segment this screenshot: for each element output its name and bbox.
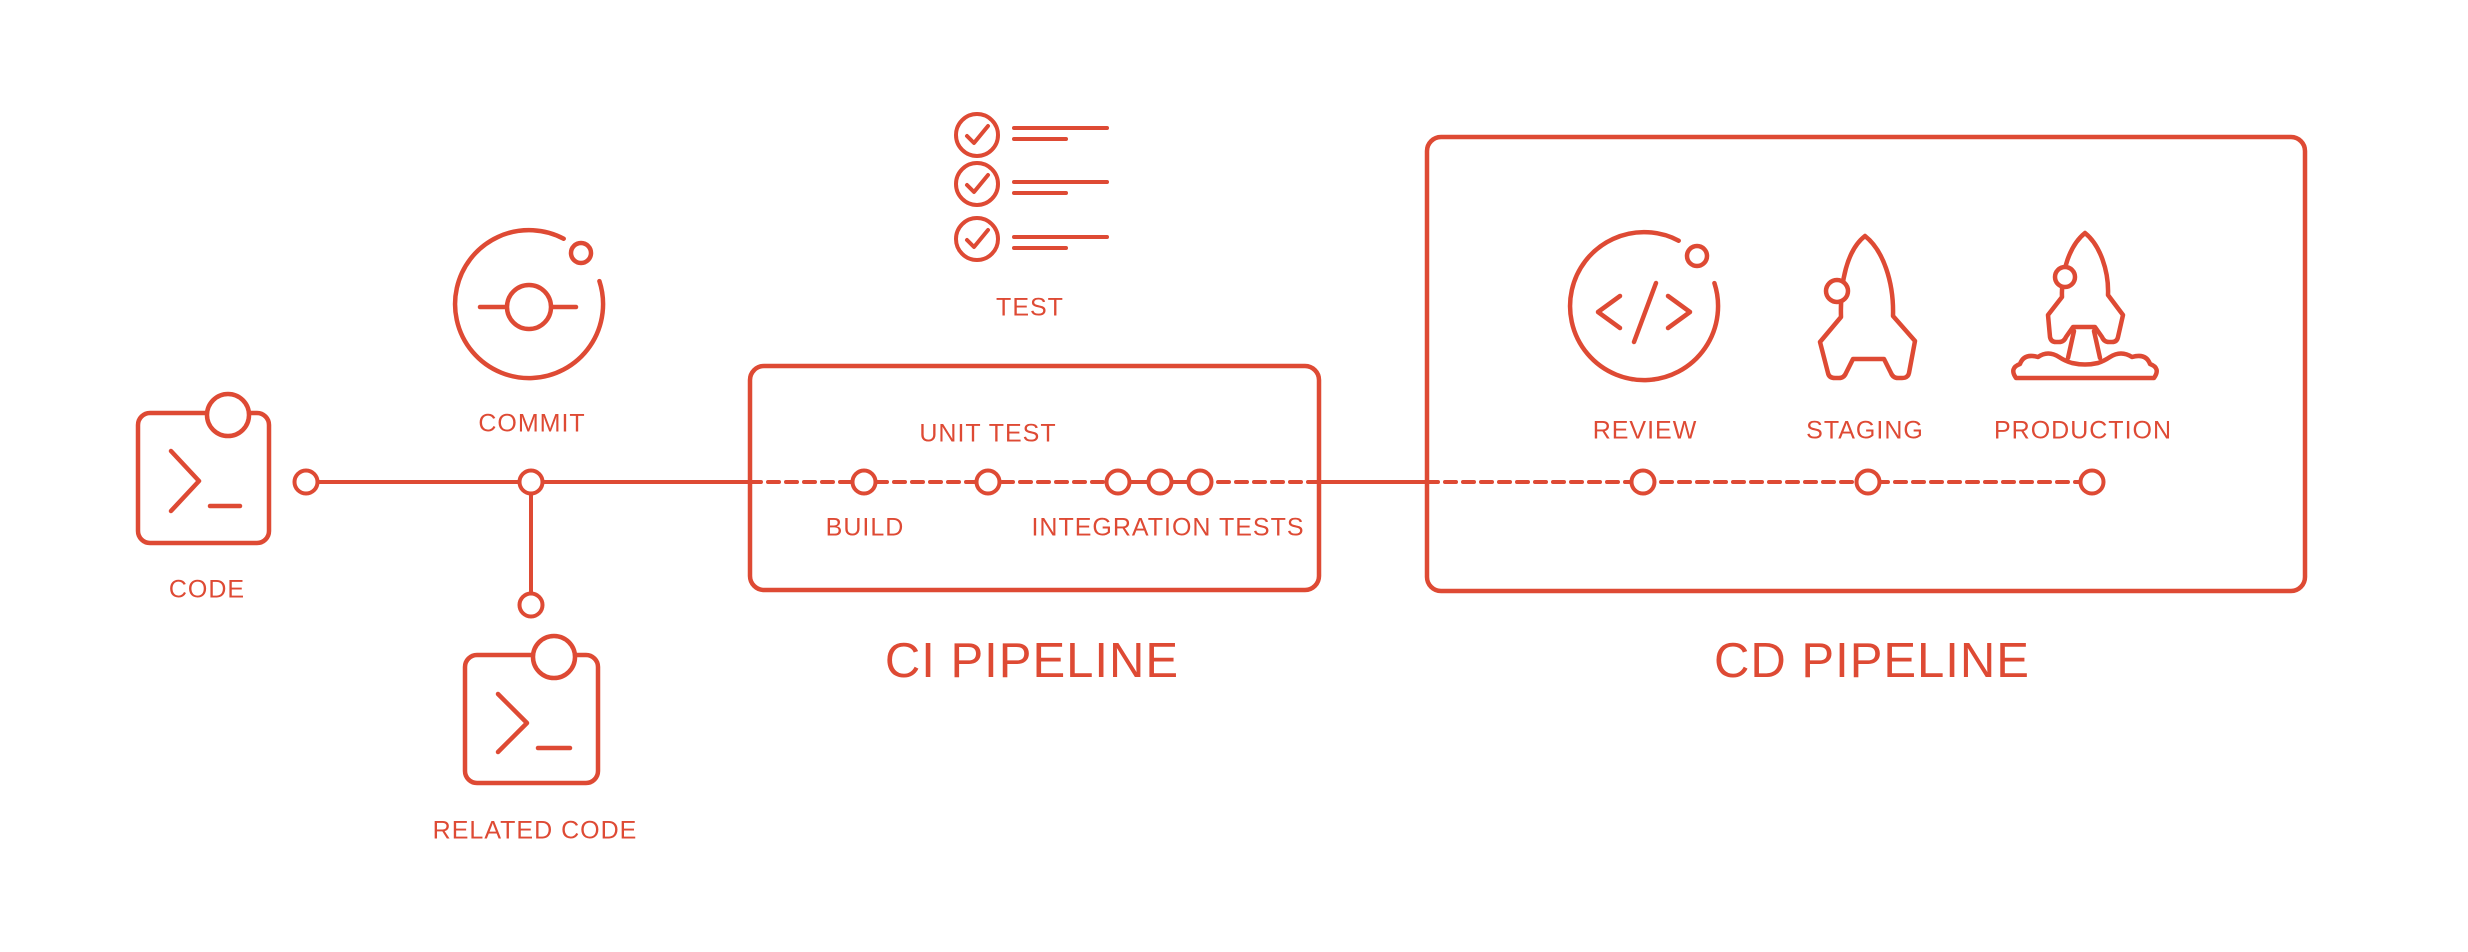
pipeline-flow-lines (304, 480, 2094, 607)
ci-pipeline-box (747, 363, 1322, 593)
label-code: CODE (168, 575, 246, 604)
pipeline-node (1854, 468, 1882, 496)
label-related-code: RELATED CODE (432, 816, 638, 845)
label-production: PRODUCTION (1993, 416, 2173, 445)
pipeline-nodes (292, 468, 2106, 619)
label-review: REVIEW (1592, 416, 1698, 445)
terminal-code-icon (462, 633, 601, 786)
label-unit-test: UNIT TEST (919, 419, 1057, 448)
pipeline-node (1146, 468, 1174, 496)
label-commit: COMMIT (478, 409, 586, 438)
label-integration-tests: INTEGRATION TESTS (1031, 513, 1305, 542)
git-commit-orbit-icon (452, 227, 606, 381)
cd-pipeline-title: CD PIPELINE (1714, 634, 2030, 688)
pipeline-node (1104, 468, 1132, 496)
checklist-icon (954, 112, 1109, 262)
pipeline-node (2078, 468, 2106, 496)
label-test: TEST (996, 293, 1064, 322)
cd-pipeline-box (1424, 134, 2308, 594)
pipeline-node (1629, 468, 1657, 496)
pipeline-node (517, 591, 545, 619)
pipeline-node (1186, 468, 1214, 496)
pipeline-node (292, 468, 320, 496)
label-build: BUILD (825, 513, 905, 542)
code-review-icon (1567, 229, 1721, 383)
rocket-icon (1817, 233, 1918, 381)
rocket-launch-icon (2011, 230, 2159, 381)
ci-pipeline-title: CI PIPELINE (884, 634, 1180, 688)
label-staging: STAGING (1806, 416, 1924, 445)
pipeline-node (850, 468, 878, 496)
terminal-code-icon (135, 391, 272, 546)
pipeline-node (517, 468, 545, 496)
pipeline-node (974, 468, 1002, 496)
